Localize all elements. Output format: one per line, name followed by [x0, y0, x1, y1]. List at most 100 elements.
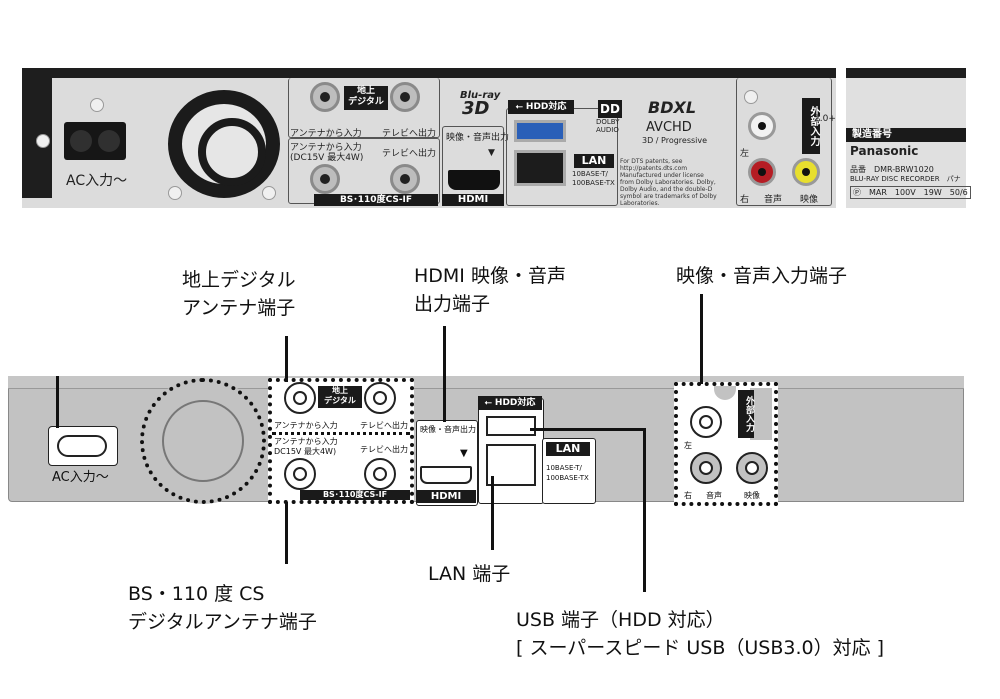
drawing-video-jack — [736, 452, 768, 484]
hdmi-port — [448, 170, 500, 190]
power-rating: Ⓟ MAR 100V 19W 50/6 — [850, 186, 971, 199]
antenna-input-label: アンテナから入力 — [290, 143, 362, 153]
video-label: 映像 — [800, 195, 819, 205]
callout-lan: LAN 端子 — [428, 560, 510, 588]
video-jack — [792, 158, 820, 186]
drawing-lan-spec: 10BASE-T/ — [546, 464, 582, 472]
dolby-text: DOLBY — [596, 118, 620, 126]
callout-line: デジタルアンテナ端子 — [128, 611, 317, 633]
model-number: 品番 DMR-BRW1020 — [850, 165, 934, 174]
drawing-hdmi-tag: HDMI — [416, 490, 476, 503]
audio-right-jack — [748, 158, 776, 186]
hdmi-tag: HDMI — [442, 194, 504, 206]
drawing-external-input-tag: 外部入力 — [738, 390, 754, 438]
external-input-frame — [736, 78, 832, 206]
leader-line-terrestrial — [285, 336, 288, 382]
terrestrial-tv-out-port — [390, 82, 420, 112]
callout-line: 地上デジタル — [182, 269, 296, 291]
leader-line-ac — [56, 376, 59, 428]
drawing-audio-left-jack — [690, 406, 722, 438]
audio-left-jack — [748, 112, 776, 140]
drawing-bs-cs-tag: BS･110度CS-IF — [300, 490, 410, 500]
drawing-terrestrial-in-port — [284, 382, 316, 414]
lan-tag: LAN — [574, 154, 614, 168]
callout-av-input: 映像・音声入力端子 — [676, 262, 847, 290]
terrestrial-antenna-in-port — [310, 82, 340, 112]
drawing-panel-cutout — [750, 388, 772, 440]
rear-panel-chassis: AC入力〜 地上 デジタル アンテナから入力 テレビへ出力 アンテナから入力 (… — [22, 68, 836, 208]
callout-usb: USB 端子（HDD 対応） [ スーパースピード USB（USB3.0）対応 … — [516, 606, 884, 662]
down-arrow-icon: ▼ — [488, 148, 495, 158]
leader-line-lan — [491, 476, 494, 550]
ac-socket-outline — [57, 435, 107, 457]
bluray-3d-logo: 3D — [462, 98, 490, 119]
usb-port — [514, 120, 566, 142]
terrestrial-antenna-frame — [288, 78, 440, 138]
screw-icon — [36, 134, 50, 148]
drawing-lan-port — [486, 444, 536, 486]
rear-panel-photo: AC入力〜 地上 デジタル アンテナから入力 テレビへ出力 アンテナから入力 (… — [22, 68, 836, 208]
drawing-down-arrow-icon: ▼ — [460, 448, 468, 459]
external-input-tag: 外部入力 — [802, 98, 820, 154]
drawing-lan-spec: 100BASE-TX — [546, 474, 589, 482]
drawing-audio-right-jack — [690, 452, 722, 484]
right-channel-label: 右 — [740, 195, 750, 205]
screw-icon — [262, 186, 276, 200]
drawing-usb-lan-frame — [478, 398, 544, 504]
drawing-audio-label: 音声 — [706, 491, 722, 500]
license-line: Laboratories. — [620, 200, 660, 207]
bs-cs-tv-out-port — [390, 164, 420, 194]
license-line: Manufactured under license — [620, 172, 704, 179]
antenna-input-label: アンテナから入力 — [290, 129, 362, 139]
tv-output-label: テレビへ出力 — [382, 149, 437, 159]
drawing-lan-tag: LAN — [546, 442, 590, 456]
avchd-logo: AVCHD — [646, 120, 692, 135]
antenna-divider — [272, 432, 410, 435]
drawing-tv-out-label: テレビへ出力 — [360, 421, 408, 430]
license-line: http://patents.dts.com — [620, 165, 688, 172]
tv-output-label: テレビへ出力 — [382, 129, 437, 139]
dolby-logo-icon: DD — [598, 100, 622, 118]
ac-pin-icon — [98, 130, 120, 152]
screw-icon — [168, 186, 182, 200]
cooling-fan — [168, 90, 280, 198]
drawing-antenna-in-label: アンテナから入力 — [274, 421, 338, 430]
avchd-subtitle: 3D / Progressive — [642, 136, 708, 145]
rating-label-panel: 2.0+ 製造番号 Panasonic 品番 DMR-BRW1020 BLU-R… — [814, 68, 971, 208]
fan-hub — [198, 118, 266, 186]
bdxl-logo: BDXL — [648, 98, 697, 117]
leader-line-usb-vertical — [643, 428, 646, 592]
drawing-bs-cs-out-port — [364, 458, 396, 490]
leader-line-usb-horizontal — [530, 428, 646, 431]
bs-cs-antenna-in-port — [310, 164, 340, 194]
screw-icon — [90, 98, 104, 112]
chassis-corner — [22, 68, 52, 198]
ac-inlet — [64, 122, 126, 160]
audio-label: 音声 — [764, 195, 783, 205]
ac-pin-icon — [70, 130, 92, 152]
lan-spec: 10BASE-T/ — [572, 170, 608, 178]
callout-line: 出力端子 — [414, 293, 491, 315]
drawing-antenna-spec: DC15V 最大4W) — [274, 447, 337, 456]
drawing-video-label: 映像 — [744, 491, 760, 500]
drawing-tv-out-label: テレビへ出力 — [360, 445, 408, 454]
drawing-usb-port — [486, 416, 536, 436]
license-line: symbol are trademarks of Dolby — [620, 193, 717, 200]
drawing-right-label: 右 — [684, 491, 692, 500]
callout-line: LAN 端子 — [428, 563, 511, 585]
drawing-hdmi-port — [420, 466, 472, 484]
dolby-text: AUDIO — [596, 126, 619, 134]
license-notice: For DTS patents, see http://patents.dts.… — [620, 158, 717, 207]
drawing-bs-cs-in-port — [284, 458, 316, 490]
drawing-fan-highlight — [140, 378, 266, 504]
bluray-logo: Blu-ray — [460, 90, 501, 101]
license-line: from Dolby Laboratories. Dolby, — [620, 179, 716, 186]
version-label: 2.0+ — [814, 114, 836, 124]
callout-line: USB 端子（HDD 対応） — [516, 609, 725, 631]
drawing-av-output-label: 映像・音声出力 — [420, 425, 476, 434]
screw-icon — [744, 90, 758, 104]
bs-cs-if-tag: BS･110度CS-IF — [314, 194, 438, 206]
callout-hdmi-output: HDMI 映像・音声 出力端子 — [414, 262, 566, 318]
drawing-ac-inlet — [48, 426, 118, 466]
drawing-antenna-in-label: アンテナから入力 — [274, 437, 338, 446]
